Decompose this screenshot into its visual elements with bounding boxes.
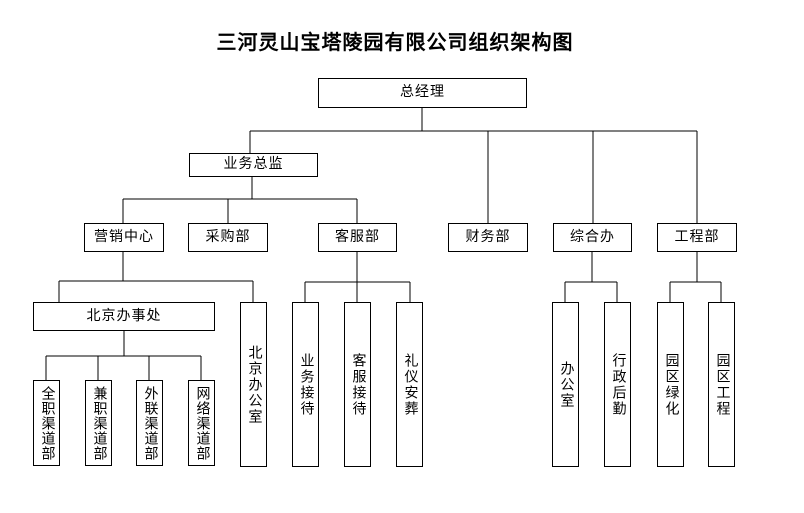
node-purchasing-dept: 采购部: [188, 223, 268, 252]
chart-title: 三河灵山宝塔陵园有限公司组织架构图: [216, 32, 574, 54]
node-office: 办公室: [552, 302, 579, 467]
node-admin-logistics: 行政后勤: [604, 302, 631, 467]
node-business-reception: 业务接待: [292, 302, 319, 467]
node-service-reception: 客服接待: [344, 302, 371, 467]
node-beijing-office-room: 北京办公室: [240, 302, 267, 467]
node-park-engineering: 园区工程: [708, 302, 735, 467]
node-parttime-channel-dept: 兼职渠道部: [85, 380, 112, 466]
node-business-director: 业务总监: [189, 153, 318, 177]
node-marketing-center: 营销中心: [84, 223, 164, 252]
node-engineering-dept: 工程部: [657, 223, 737, 252]
node-customer-service-dept: 客服部: [318, 223, 397, 252]
node-external-channel-dept: 外联渠道部: [136, 380, 163, 466]
node-ceremonial-burial: 礼仪安葬: [396, 302, 423, 467]
node-network-channel-dept: 网络渠道部: [188, 380, 215, 466]
node-beijing-branch-office: 北京办事处: [33, 302, 215, 331]
node-general-manager: 总经理: [318, 78, 527, 108]
node-park-greening: 园区绿化: [657, 302, 684, 467]
node-finance-dept: 财务部: [448, 223, 528, 252]
node-general-affairs-office: 综合办: [553, 223, 632, 252]
node-fulltime-channel-dept: 全职渠道部: [33, 380, 60, 466]
